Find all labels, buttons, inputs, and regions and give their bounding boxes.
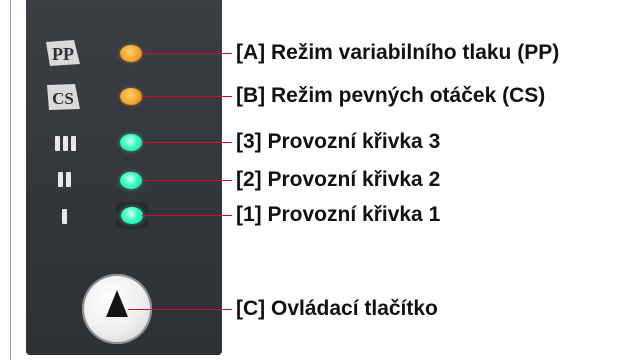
curve-2-bars-icon <box>58 172 71 187</box>
leader-line-2 <box>142 180 232 181</box>
svg-text:CS: CS <box>52 89 74 108</box>
leader-line-c <box>128 309 232 310</box>
curve-1-led <box>121 207 143 224</box>
label-curve-3: [3] Provozní křivka 3 <box>236 130 441 153</box>
label-curve-1: [1] Provozní křivka 1 <box>236 203 441 226</box>
curve-2-led <box>120 172 142 189</box>
label-cs-mode: [B] Režim pevných otáček (CS) <box>236 84 546 107</box>
label-pp-mode: [A] Režim variabilního tlaku (PP) <box>236 41 560 64</box>
left-frame-line <box>10 0 11 360</box>
cs-mode-icon: CS <box>44 82 84 112</box>
leader-line-b <box>142 96 232 97</box>
leader-line-a <box>142 53 232 54</box>
label-control-button: [C] Ovládací tlačítko <box>236 297 438 320</box>
curve-1-bars-icon <box>62 209 67 224</box>
svg-text:PP: PP <box>52 44 74 64</box>
leader-line-3 <box>142 142 232 143</box>
curve-3-bars-icon <box>55 136 76 151</box>
cs-led <box>120 88 142 105</box>
pp-led <box>120 45 142 62</box>
pp-mode-icon: PP <box>44 38 84 68</box>
curve-3-led <box>120 134 142 151</box>
up-arrow-icon <box>106 290 128 317</box>
label-curve-2: [2] Provozní křivka 2 <box>236 168 441 191</box>
leader-line-1 <box>142 215 232 216</box>
